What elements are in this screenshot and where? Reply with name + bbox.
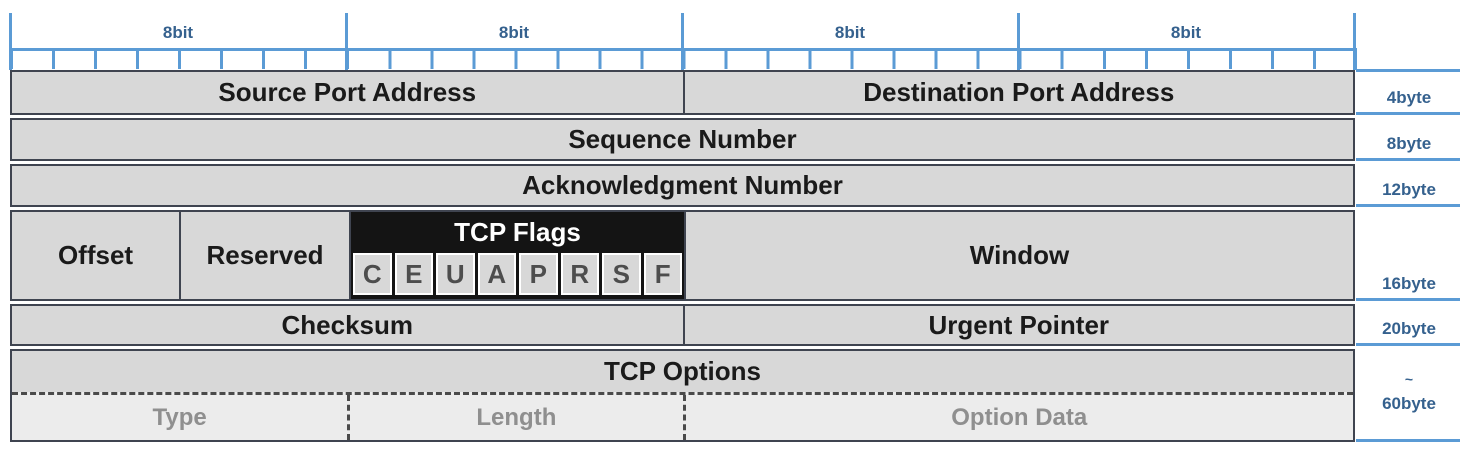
byte-marker-line: [1356, 343, 1460, 346]
tcp-flags-title: TCP Flags: [454, 217, 581, 247]
row-checksum-urgent: Checksum Urgent Pointer: [10, 304, 1355, 346]
row-acknowledgment-number: Acknowledgment Number: [10, 164, 1355, 207]
ruler-8bit-label: 8bit: [162, 23, 194, 42]
byte-marker-line: [1356, 69, 1460, 72]
ruler-8bit-label: 8bit: [1170, 23, 1202, 42]
field-offset: Offset: [12, 212, 179, 299]
field-acknowledgment-number: Acknowledgment Number: [12, 166, 1353, 205]
byte-marker-20byte: 20byte: [1382, 319, 1436, 338]
row-offset-flags-window: Offset Reserved TCP Flags C E U A P R S …: [10, 210, 1355, 301]
row-tcp-options: TCP Options Type Length Option Data: [10, 349, 1355, 442]
field-reserved: Reserved: [179, 212, 349, 299]
row-sequence-number: Sequence Number: [10, 118, 1355, 161]
byte-boundary-tick: [1017, 13, 1020, 70]
field-window: Window: [686, 212, 1353, 299]
byte-marker-line: [1356, 204, 1460, 207]
flag-psh: P: [519, 253, 558, 295]
byte-marker-4byte: 4byte: [1386, 88, 1432, 107]
field-sequence-number: Sequence Number: [12, 120, 1353, 159]
tcp-options-subfields: Type Length Option Data: [12, 392, 1353, 440]
flag-syn: S: [602, 253, 641, 295]
option-type: Type: [152, 403, 207, 431]
field-checksum: Checksum: [12, 306, 683, 344]
field-tcp-options: TCP Options: [12, 351, 1353, 392]
flag-fin: F: [643, 253, 682, 295]
field-destination-port: Destination Port Address: [682, 72, 1353, 113]
ruler-8bit-label: 8bit: [834, 23, 866, 42]
flag-rst: R: [560, 253, 599, 295]
byte-boundary-tick: [681, 13, 684, 70]
flag-cwr: C: [353, 253, 392, 295]
byte-boundary-tick: [345, 13, 348, 70]
byte-marker-12byte: 12byte: [1382, 180, 1436, 199]
byte-marker-line: [1356, 158, 1460, 161]
field-source-port: Source Port Address: [12, 72, 683, 113]
byte-marker-line: [1356, 439, 1460, 442]
byte-marker-60byte: 60byte: [1382, 394, 1436, 413]
byte-boundary-tick: [9, 13, 12, 70]
byte-boundary-tick: [1353, 13, 1356, 70]
byte-marker-8byte: 8byte: [1386, 134, 1432, 153]
row-ports: Source Port Address Destination Port Add…: [10, 70, 1355, 115]
option-length: Length: [347, 395, 682, 440]
field-urgent-pointer: Urgent Pointer: [682, 306, 1353, 344]
option-data: Option Data: [682, 395, 1354, 440]
tcp-flags-block: TCP Flags C E U A P R S F: [349, 212, 686, 299]
byte-marker-tilde: ~: [1404, 371, 1414, 387]
flag-ece: E: [394, 253, 433, 295]
byte-marker-line: [1356, 112, 1460, 115]
flag-ack: A: [477, 253, 516, 295]
tcp-flag-cells: C E U A P R S F: [351, 253, 684, 299]
byte-marker-line: [1356, 298, 1460, 301]
byte-marker-16byte: 16byte: [1382, 274, 1436, 293]
ruler-8bit-label: 8bit: [498, 23, 530, 42]
flag-urg: U: [436, 253, 475, 295]
